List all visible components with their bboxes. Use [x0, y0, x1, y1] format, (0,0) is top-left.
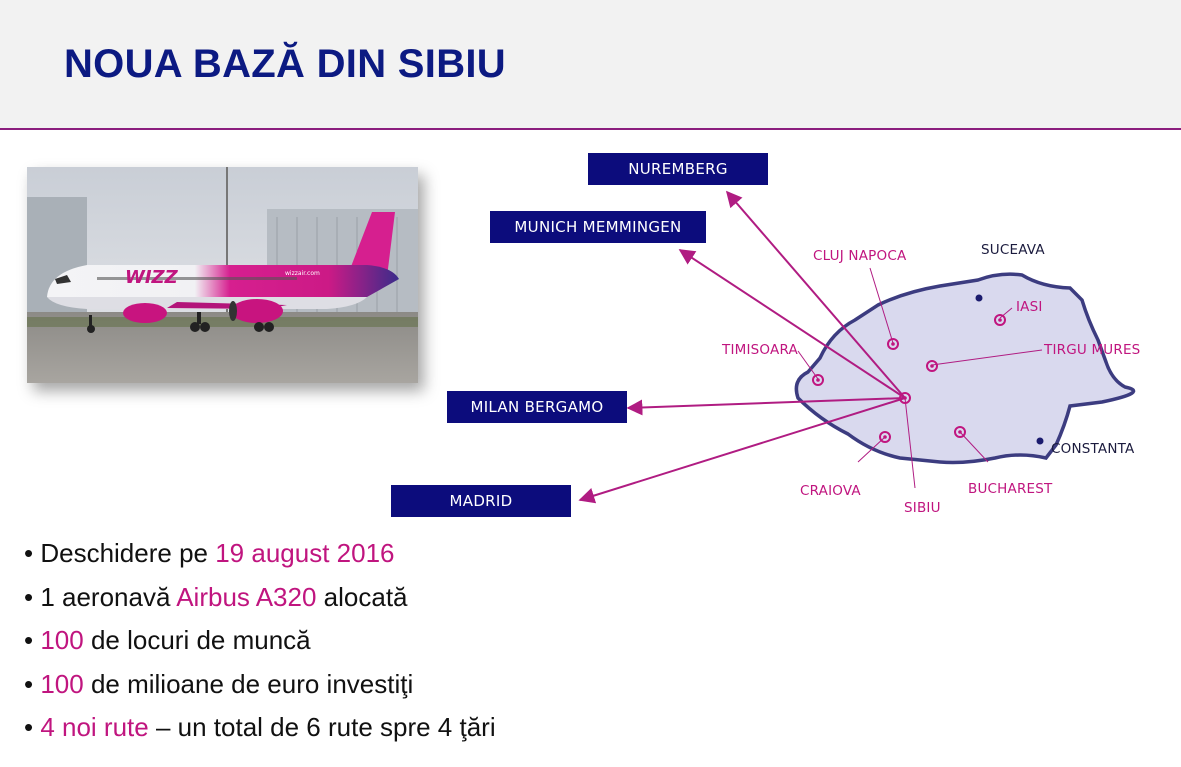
- bullet-highlight: 19 august 2016: [215, 538, 395, 568]
- bullet-text: de milioane de euro investiţi: [83, 668, 414, 699]
- key-facts-list: • Deschidere pe 19 august 2016 • 1 aeron…: [24, 535, 496, 753]
- city-label-iasi: IASI: [1016, 299, 1043, 315]
- bullet-text: – un total de 6 rute spre 4 ţări: [148, 712, 496, 742]
- route-map: NUREMBERG MUNICH MEMMINGEN MILAN BERGAMO…: [380, 140, 1181, 530]
- city-label-suceava: SUCEAVA: [981, 242, 1045, 258]
- bullet-text: 1 aeronavă: [40, 581, 177, 612]
- romania-map: [578, 190, 1136, 504]
- city-label-timisoara: TIMISOARA: [722, 342, 798, 358]
- bullet-highlight: 4 noi rute: [40, 712, 149, 742]
- list-item: • Deschidere pe 19 august 2016: [24, 538, 395, 568]
- slide-title: NOUA BAZĂ DIN SIBIU: [64, 42, 506, 86]
- bullet-text: de locuri de muncă: [83, 625, 311, 655]
- city-label-tirgu-mures: TIRGU MURES: [1044, 342, 1141, 358]
- slide-header: NOUA BAZĂ DIN SIBIU: [0, 0, 1181, 130]
- route-box-milan-bergamo: MILAN BERGAMO: [447, 391, 627, 423]
- list-item: • 4 noi rute – un total de 6 rute spre 4…: [24, 712, 496, 742]
- bullet-text: Deschidere pe: [40, 538, 216, 568]
- romania-outline: [794, 272, 1136, 465]
- aircraft-illustration: WIZZ wizzair.com: [27, 167, 418, 383]
- route-box-munich-memmingen: MUNICH MEMMINGEN: [490, 211, 706, 243]
- list-item: • 1 aeronavă Airbus A320 alocată: [24, 581, 408, 612]
- list-item: • 100 de milioane de euro investiţi: [24, 668, 414, 699]
- city-label-sibiu: SIBIU: [904, 500, 941, 516]
- city-label-craiova: CRAIOVA: [800, 483, 861, 499]
- list-item: • 100 de locuri de muncă: [24, 625, 311, 655]
- bullet-highlight: Airbus A320: [176, 581, 317, 612]
- city-label-cluj-napoca: CLUJ NAPOCA: [813, 248, 907, 264]
- aircraft-logo-text: WIZZ: [125, 267, 179, 288]
- city-label-bucharest: BUCHAREST: [968, 481, 1053, 497]
- bullet-highlight: 100: [40, 625, 84, 655]
- bullet-text: alocată: [316, 581, 408, 612]
- route-box-madrid: MADRID: [391, 485, 571, 517]
- aircraft-photo: WIZZ wizzair.com: [27, 167, 418, 383]
- bullet-highlight: 100: [40, 668, 84, 699]
- aircraft-livery-text: wizzair.com: [285, 270, 320, 277]
- route-box-nuremberg: NUREMBERG: [588, 153, 768, 185]
- city-label-constanta: CONSTANTA: [1051, 441, 1135, 457]
